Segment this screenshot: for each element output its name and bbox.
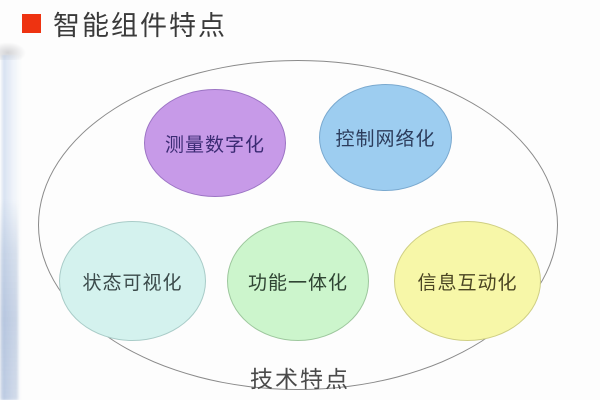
bubble-function-integration[interactable]: 功能一体化 — [227, 221, 369, 341]
bubble-label: 状态可视化 — [82, 271, 183, 294]
diagram-caption: 技术特点 — [250, 367, 350, 393]
bubble-status-visualization[interactable]: 状态可视化 — [59, 221, 206, 341]
square-bullet-icon — [22, 14, 41, 33]
bubble-label: 测量数字化 — [164, 133, 265, 156]
slide-title: 智能组件特点 — [22, 4, 227, 43]
bubble-label: 信息互动化 — [417, 271, 518, 294]
technical-features-ellipse — [38, 60, 558, 390]
bubble-label: 控制网络化 — [335, 128, 436, 150]
bubble-control-networking[interactable]: 控制网络化 — [319, 84, 452, 191]
bubble-information-interaction[interactable]: 信息互动化 — [394, 221, 541, 341]
bubble-measurement-digitalization[interactable]: 测量数字化 — [144, 89, 286, 197]
page-title: 智能组件特点 — [53, 11, 227, 42]
scan-smudge-artifact — [0, 42, 26, 60]
slide-edge-artifact — [0, 55, 22, 400]
bubble-label: 功能一体化 — [247, 271, 348, 294]
